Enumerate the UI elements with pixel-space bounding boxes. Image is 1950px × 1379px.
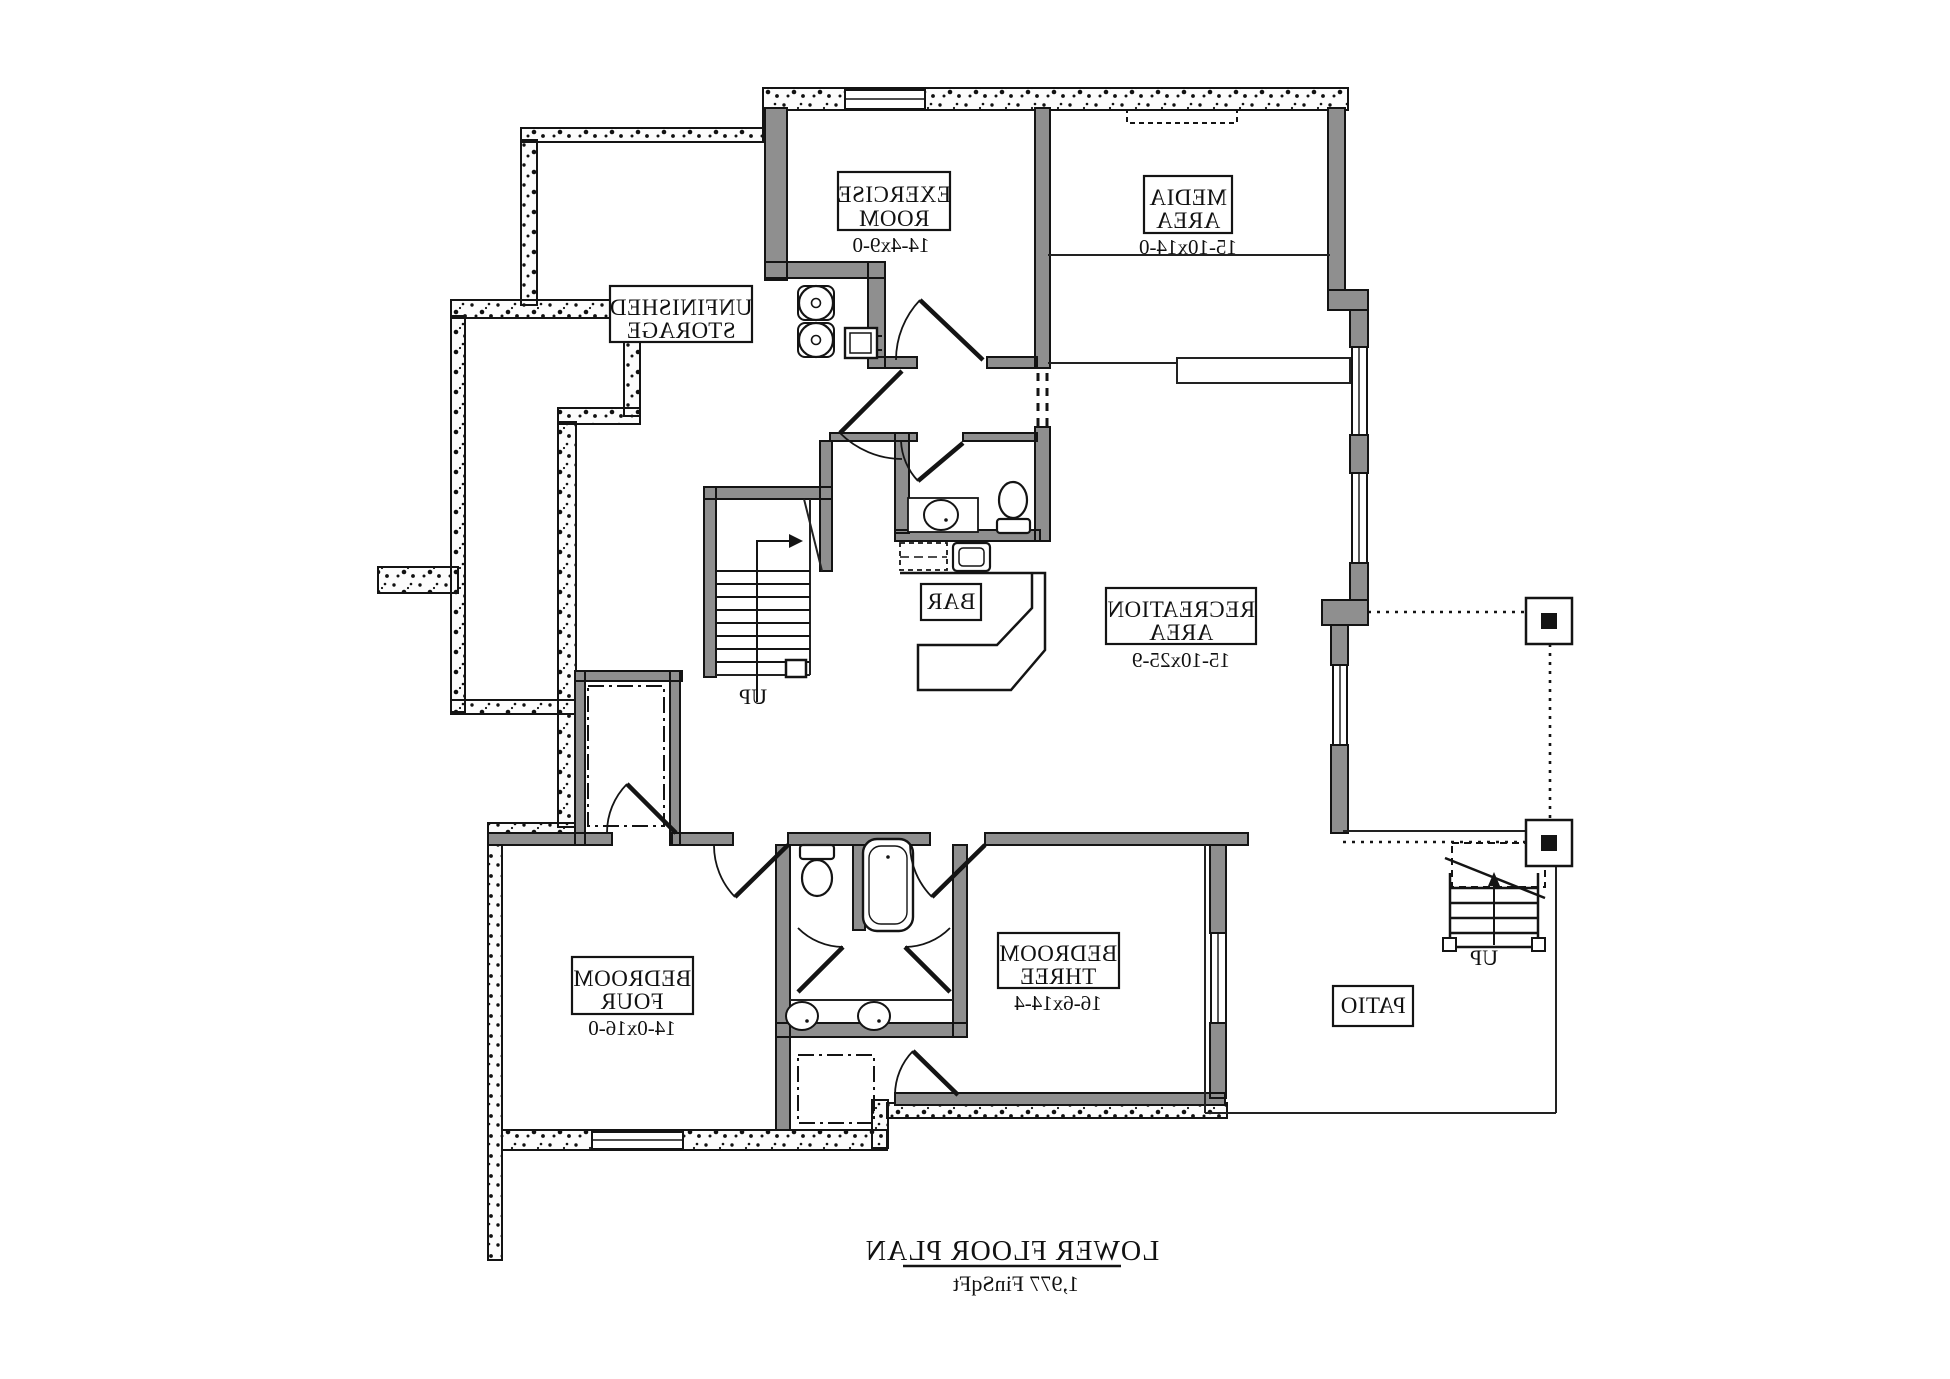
- bedroom-three-dims: 16-6x14-4: [1014, 991, 1102, 1015]
- appliance-box-inner: [849, 332, 872, 354]
- floor-edge-lines: [716, 254, 1557, 1114]
- bathtub-inner: [868, 845, 908, 925]
- label-box: [1142, 174, 1234, 235]
- label-media-area: MEDIA AREA 15-10x14-0: [1139, 174, 1237, 259]
- media-window-well-dashed: [1126, 109, 1238, 124]
- stair-direction-arrow: [756, 540, 789, 702]
- storage-name-2: STORAGE: [626, 318, 735, 343]
- powder-toilet-bowl: [997, 480, 1029, 520]
- powder-sink-drain: [944, 518, 948, 522]
- hall-closet-dashdot: [797, 1054, 875, 1124]
- label-box: [1331, 984, 1415, 1028]
- label-exercise-room: EXERCISE ROOM 14-4x9-0: [836, 170, 952, 257]
- powder-room-fixtures: [907, 480, 1032, 535]
- stair-arrowhead: [789, 534, 803, 548]
- label-box: [836, 170, 952, 232]
- bar-sink: [951, 541, 992, 573]
- stair-newel-post: [784, 658, 808, 679]
- bar-counter: [900, 571, 1047, 692]
- bathtub-drain: [886, 855, 890, 859]
- label-box: [919, 582, 983, 622]
- deck-dotted-lines: [1343, 610, 1552, 844]
- bar-area: [899, 541, 1047, 692]
- window-frames: [591, 89, 1368, 1150]
- cased-opening-dashes: [1036, 373, 1049, 427]
- bathroom-fixtures: [785, 837, 915, 1031]
- media-area-dims: 15-10x14-0: [1139, 235, 1237, 259]
- powder-toilet-tank: [995, 517, 1032, 535]
- patio-name: PATIO: [1340, 993, 1406, 1018]
- bedroom-four-name-1: BEDROOM: [573, 966, 692, 991]
- exterior-stair-up-label: UP: [1470, 945, 1498, 970]
- title-block: LOWER FLOOR PLAN 1,977 FinSqFt: [865, 1236, 1159, 1296]
- door-swing-arcs: [606, 299, 951, 1096]
- vanity-sink-left-drain: [805, 1019, 809, 1023]
- exercise-room-dims: 14-4x9-0: [853, 233, 930, 257]
- label-box: [570, 955, 695, 1016]
- recreation-name-2: AREA: [1149, 620, 1214, 645]
- water-heater-1-vent: [810, 297, 822, 309]
- stair-treads: [716, 570, 810, 663]
- bedroom-four-name-2: FOUR: [600, 989, 664, 1014]
- vanity-sink-right-drain: [877, 1019, 881, 1023]
- recreation-dims: 15-10x25-9: [1132, 648, 1230, 672]
- vanity-sink-left: [785, 1001, 819, 1031]
- recreation-name-1: RECREATION: [1107, 597, 1255, 622]
- window-glass-lines: [592, 98, 1360, 1141]
- interior-stair-up-label: UP: [739, 684, 767, 709]
- media-half-wall: [1176, 357, 1351, 384]
- deck-posts: [1524, 596, 1574, 868]
- label-recreation-area: RECREATION AREA 15-10x25-9: [1104, 586, 1258, 672]
- exterior-stair-newel-right: [1531, 937, 1546, 952]
- plan-title: LOWER FLOOR PLAN: [865, 1236, 1159, 1267]
- understair-closet-dashdot: [587, 685, 665, 827]
- powder-sink: [923, 499, 959, 531]
- bath-toilet-bowl: [800, 858, 834, 898]
- label-box: [608, 284, 754, 344]
- label-unfinished-storage: UNFINISHED STORAGE: [608, 284, 754, 344]
- media-area-name-2: AREA: [1156, 208, 1221, 233]
- water-heater-1: [797, 284, 835, 322]
- label-bedroom-three: BEDROOM THREE 16-6x14-4: [996, 931, 1121, 1015]
- bedroom-four-dims: 14-0x16-0: [588, 1016, 676, 1040]
- label-box: [996, 931, 1121, 990]
- exercise-room-name-1: EXERCISE: [837, 182, 951, 207]
- plan-subtitle: 1,977 FinSqFt: [953, 1271, 1079, 1296]
- label-bedroom-four: BEDROOM FOUR 14-0x16-0: [570, 955, 695, 1040]
- mechanical-equipment: [797, 284, 882, 360]
- storage-name-1: UNFINISHED: [610, 295, 753, 320]
- vanity-sink-right: [857, 1001, 891, 1031]
- media-area-name-1: MEDIA: [1149, 185, 1227, 210]
- label-patio: PATIO: [1331, 984, 1415, 1028]
- door-leaves: [625, 298, 987, 1097]
- bathtub: [861, 837, 915, 933]
- bedroom-three-name-2: THREE: [1020, 964, 1097, 989]
- exterior-stair-arrowhead: [1488, 872, 1500, 886]
- exercise-room-name-2: ROOM: [858, 206, 929, 231]
- exterior-stair-newel-left: [1442, 937, 1457, 952]
- label-bar: BAR: [919, 582, 983, 622]
- appliance-knobs: [877, 335, 882, 351]
- interior-walls: [487, 107, 1369, 1131]
- bath-toilet-tank: [798, 843, 836, 861]
- exterior-stair: [1442, 856, 1546, 952]
- interior-stair: [716, 534, 810, 702]
- water-heater-2-vent: [810, 334, 822, 346]
- bedroom-three-name-1: BEDROOM: [999, 941, 1118, 966]
- water-heater-2: [797, 321, 835, 359]
- label-box: [1104, 586, 1258, 646]
- bar-sink-basin: [958, 547, 985, 567]
- bar-name: BAR: [926, 589, 975, 614]
